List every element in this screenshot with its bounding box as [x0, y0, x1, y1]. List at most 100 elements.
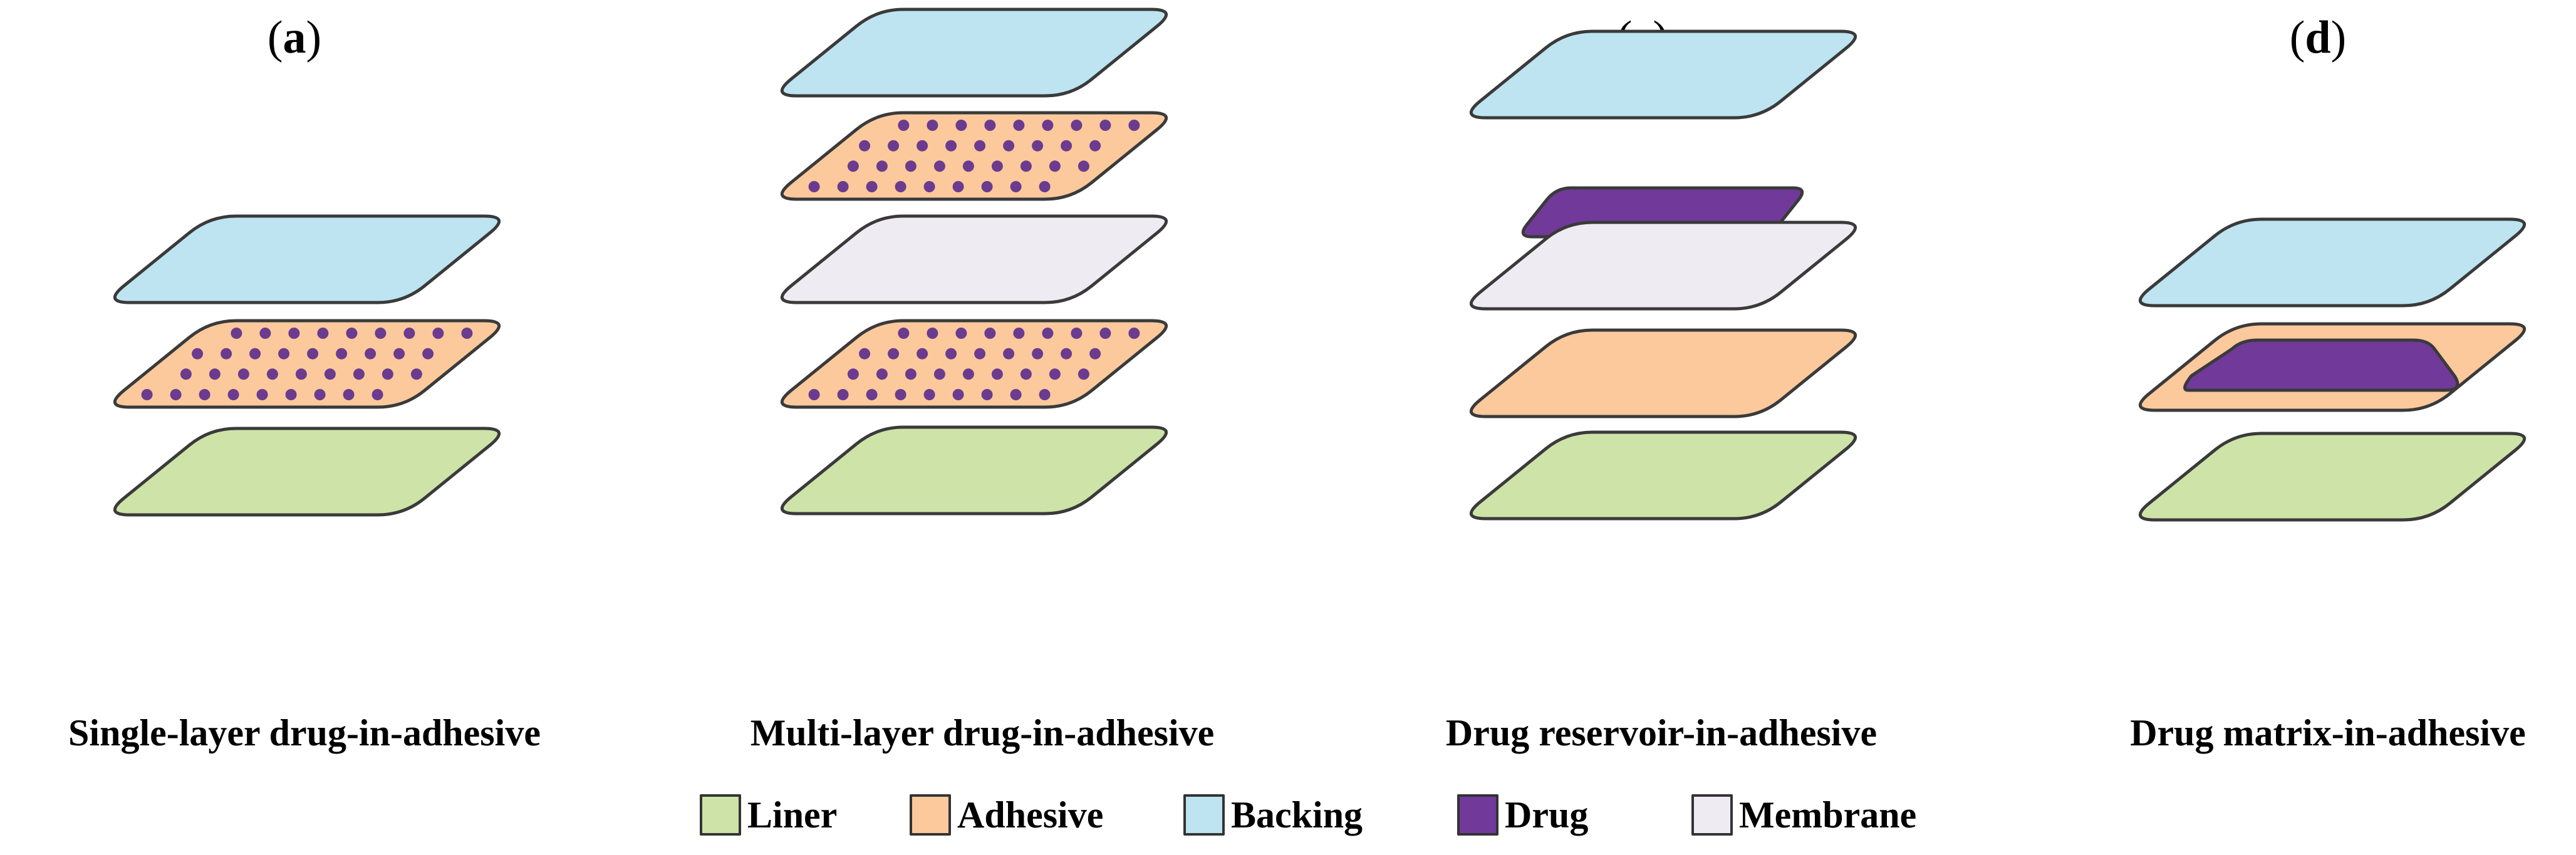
drug-dot [859, 140, 871, 152]
drug-dot [221, 348, 232, 360]
drug-dot [962, 368, 974, 380]
legend-label: Backing [1231, 794, 1363, 836]
drug-swatch [1457, 794, 1498, 836]
drug-dot [353, 368, 365, 380]
legend-item-backing: Backing [1183, 787, 1363, 843]
layer-adhesive [113, 319, 501, 409]
drug-dot [955, 328, 967, 339]
drug-dot [324, 368, 336, 380]
drug-dot [1010, 181, 1022, 192]
drug-dot [307, 348, 319, 360]
drug-dot [231, 328, 242, 339]
drug-dot [1003, 140, 1015, 152]
drug-dot [1128, 328, 1140, 339]
layer-membrane [1469, 220, 1857, 311]
legend-item-membrane: Membrane [1691, 787, 1916, 843]
drug-dot [461, 328, 473, 339]
drug-dot [847, 368, 859, 380]
drug-dot [314, 389, 326, 400]
drug-dot [295, 368, 307, 380]
drug-dot [237, 368, 249, 380]
drug-dots [808, 120, 1140, 192]
drug-dot [199, 389, 210, 400]
drug-dot [1049, 160, 1061, 172]
drug-dot [343, 389, 355, 400]
drug-dot [933, 160, 945, 172]
membrane-swatch [1691, 794, 1733, 836]
drug-dot [1003, 348, 1015, 360]
legend-label: Adhesive [957, 794, 1104, 836]
layer-backing [2138, 217, 2527, 308]
drug-dot [209, 368, 221, 380]
drug-dot [1013, 328, 1025, 339]
drug-dot [259, 328, 271, 339]
panel-b-layers [780, 8, 1168, 516]
adhesive-swatch [910, 794, 951, 836]
drug-dot [917, 140, 928, 152]
legend-label: Liner [747, 794, 838, 836]
drug-dots [808, 328, 1140, 400]
drug-dot [1013, 120, 1025, 131]
panel-d-caption: Drug matrix-in-adhesive [2130, 712, 2526, 754]
drug-dot [981, 181, 993, 192]
panel-c-layers [1469, 29, 1857, 521]
legend-item-adhesive: Adhesive [910, 787, 1103, 843]
drug-dot [984, 120, 996, 131]
panel-a-letter: (a) [267, 12, 322, 63]
drug-dot [923, 389, 935, 400]
drug-dot [933, 368, 945, 380]
drug-dot [1078, 160, 1089, 172]
panel-a-layers [113, 214, 501, 517]
drug-dot [991, 368, 1003, 380]
drug-dot [1032, 140, 1044, 152]
drug-dot [898, 120, 910, 131]
drug-dot [837, 181, 849, 192]
layer-backing [780, 8, 1168, 98]
backing-swatch [1183, 794, 1225, 836]
drug-dot [955, 120, 967, 131]
layer-adhesive-top [780, 111, 1168, 201]
drug-dot [1099, 328, 1111, 339]
drug-dot [866, 389, 878, 400]
drug-dot [974, 140, 986, 152]
drug-dot [945, 348, 957, 360]
drug-dot [285, 389, 297, 400]
drug-dot [866, 181, 878, 192]
drug-dot [1089, 140, 1101, 152]
drug-dot [1020, 368, 1032, 380]
drug-dot [974, 348, 986, 360]
drug-dot [410, 368, 422, 380]
drug-dot [1071, 120, 1083, 131]
drug-dot [375, 328, 387, 339]
layer-backing [1469, 29, 1857, 120]
drug-dot [422, 348, 434, 360]
drug-dot [888, 348, 900, 360]
layer-adhesive [1469, 328, 1857, 418]
drug-dot [888, 140, 900, 152]
drug-dot [1020, 160, 1032, 172]
drug-dot [876, 368, 888, 380]
liner-swatch [700, 794, 741, 836]
legend-label: Membrane [1739, 794, 1917, 836]
layer-liner [2138, 432, 2527, 522]
drug-dot [180, 368, 192, 380]
drug-dot [346, 328, 358, 339]
drug-dot [371, 389, 383, 400]
drug-dot [432, 328, 444, 339]
panel-b-caption: Multi-layer drug-in-adhesive [750, 712, 1215, 754]
drug-dot [393, 348, 405, 360]
drug-dot [256, 389, 268, 400]
drug-dot [927, 120, 938, 131]
drug-dot [895, 389, 906, 400]
drug-dot [1089, 348, 1101, 360]
legend-item-drug: Drug [1457, 787, 1588, 843]
drug-dot [895, 181, 906, 192]
drug-dot [847, 160, 859, 172]
drug-dot [952, 181, 964, 192]
panel-d-layers [2138, 217, 2527, 522]
drug-dot [927, 328, 938, 339]
drug-dot [1039, 181, 1051, 192]
drug-dot [1099, 120, 1111, 131]
drug-dot [266, 368, 278, 380]
